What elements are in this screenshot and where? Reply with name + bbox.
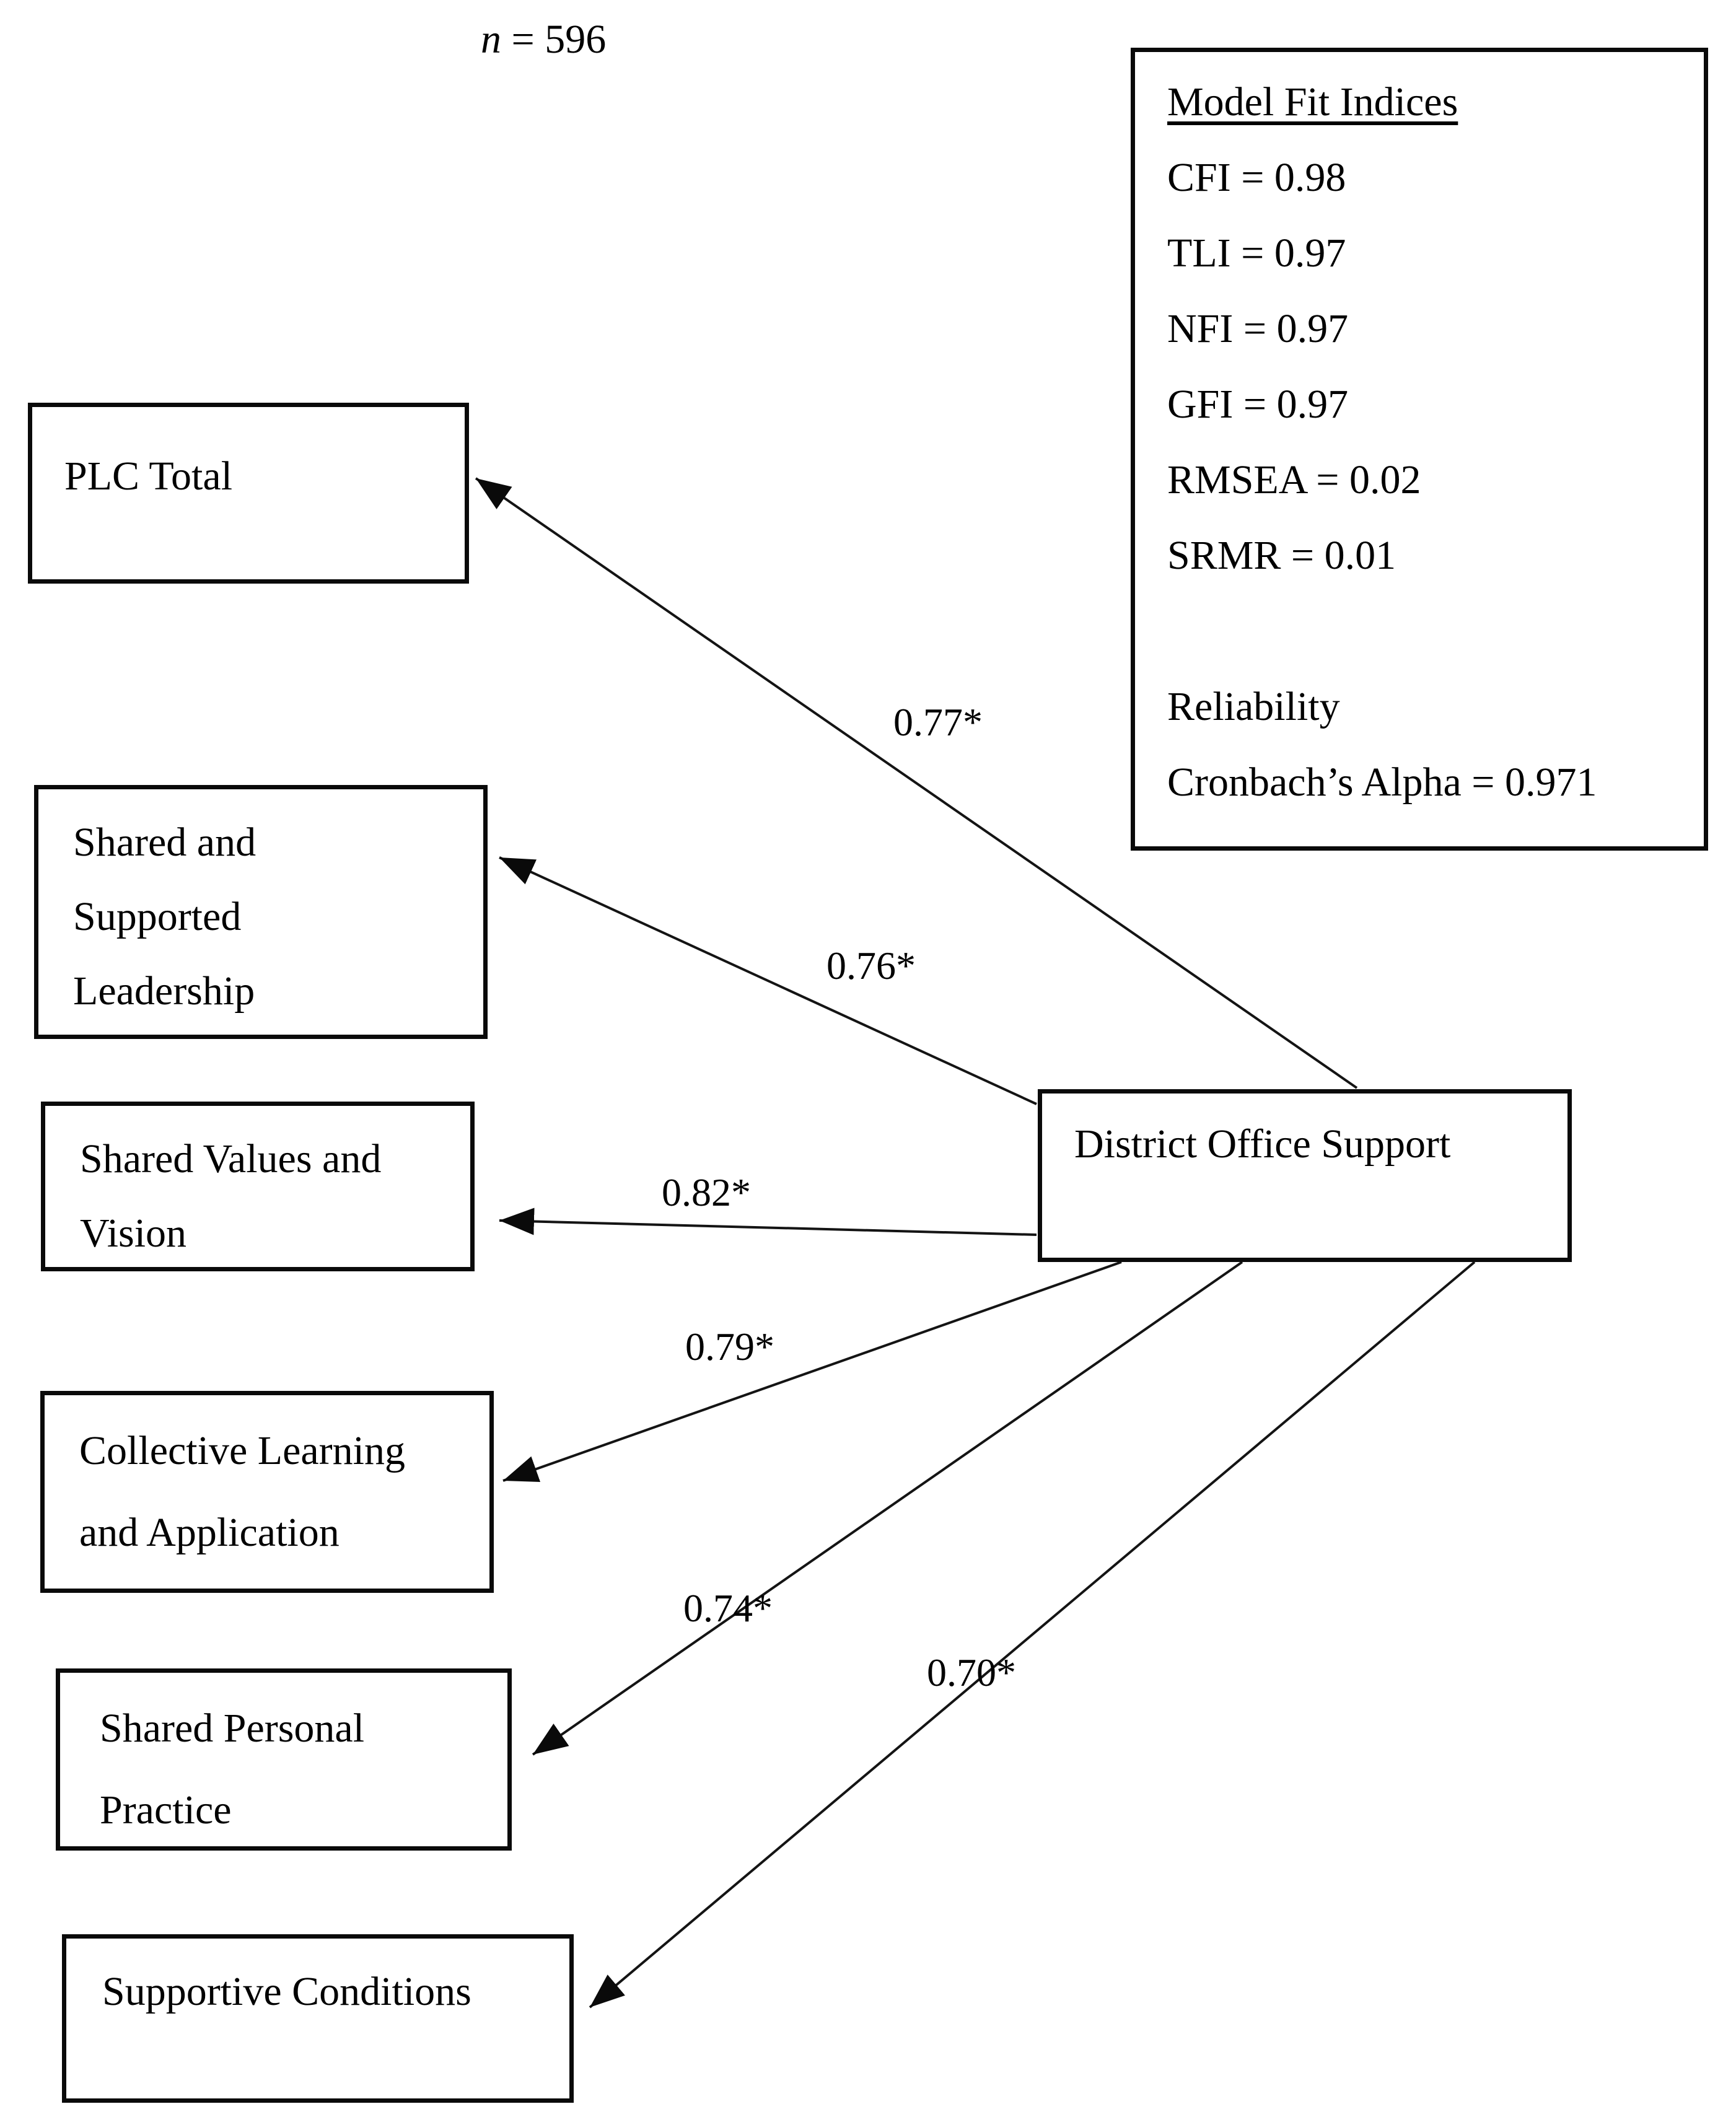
node-label: Shared Personal <box>100 1706 365 1751</box>
model-fit-panel: Model Fit Indices CFI = 0.98 TLI = 0.97 … <box>1131 48 1708 851</box>
fit-index-srmr: SRMR = 0.01 <box>1167 533 1396 578</box>
model-fit-title: Model Fit Indices <box>1167 79 1458 125</box>
path-coefficient-collective-learning: 0.79* <box>685 1325 774 1369</box>
node-plc-total: PLC Total <box>28 403 469 584</box>
arrow-dos-to-collective-learning <box>502 1261 1122 1483</box>
node-label: Shared Values and <box>80 1136 382 1181</box>
node-shared-personal-practice: Shared Personal Practice <box>56 1668 512 1851</box>
node-shared-values-vision: Shared Values and Vision <box>41 1102 475 1271</box>
reliability-value: Cronbach’s Alpha = 0.971 <box>1167 760 1597 805</box>
node-label: District Office Support <box>1074 1121 1451 1167</box>
node-label: Practice <box>100 1787 232 1833</box>
reliability-title: Reliability <box>1167 684 1340 729</box>
node-label: Supportive Conditions <box>102 1969 471 2014</box>
path-coefficient-shared-personal-practice: 0.74* <box>683 1586 773 1630</box>
arrow-dos-to-shared-personal-practice <box>532 1261 1243 1756</box>
node-label: Leadership <box>73 968 255 1014</box>
fit-index-tli: TLI = 0.97 <box>1167 230 1346 276</box>
fit-index-cfi: CFI = 0.98 <box>1167 155 1346 200</box>
path-coefficient-shared-supported-leadership: 0.76* <box>826 944 916 988</box>
node-label: Vision <box>80 1211 187 1256</box>
node-label: Collective Learning <box>79 1428 405 1473</box>
path-coefficient-supportive-conditions: 0.70* <box>927 1650 1016 1694</box>
spacer <box>1167 594 1691 669</box>
arrow-dos-to-plc-total <box>475 477 1358 1089</box>
node-supportive-conditions: Supportive Conditions <box>62 1934 574 2103</box>
fit-index-gfi: GFI = 0.97 <box>1167 382 1349 427</box>
sample-size-note: n = 596 <box>481 17 606 63</box>
path-coefficient-plc-total: 0.77* <box>893 700 983 744</box>
arrow-dos-to-supportive-conditions <box>589 1261 1476 2009</box>
node-shared-supported-leadership: Shared and Supported Leadership <box>34 785 488 1039</box>
path-coefficient-shared-values-vision: 0.82* <box>662 1170 751 1214</box>
node-collective-learning-application: Collective Learning and Application <box>40 1391 494 1593</box>
node-label: and Application <box>79 1510 340 1555</box>
node-label: Supported <box>73 894 242 939</box>
node-label: Shared and <box>73 820 256 865</box>
sample-size-value: = 596 <box>501 17 607 62</box>
node-district-office-support: District Office Support <box>1038 1089 1572 1262</box>
fit-index-nfi: NFI = 0.97 <box>1167 306 1349 351</box>
node-label: PLC Total <box>64 454 233 499</box>
fit-index-rmsea: RMSEA = 0.02 <box>1167 457 1421 502</box>
sample-size-symbol: n <box>481 17 501 62</box>
arrow-dos-to-shared-supported-leadership <box>499 856 1037 1105</box>
arrow-dos-to-shared-values-vision <box>499 1208 1037 1236</box>
